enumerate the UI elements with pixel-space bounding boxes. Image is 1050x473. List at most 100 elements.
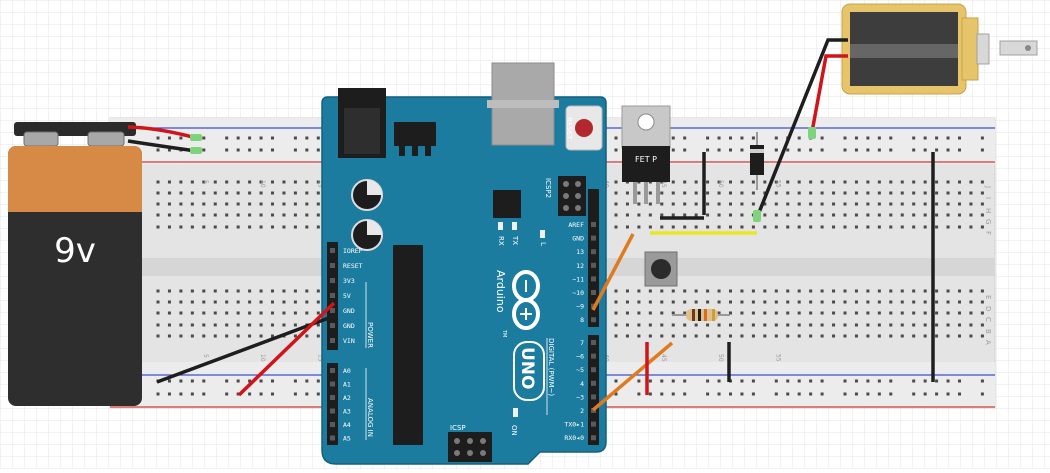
breadboard-hole — [820, 191, 824, 195]
digital-pin-label: RX0◂0 — [564, 434, 584, 442]
breadboard-hole — [293, 289, 297, 293]
breadboard-hole — [293, 213, 297, 217]
breadboard-hole — [946, 289, 950, 293]
breadboard-hole — [763, 191, 767, 195]
breadboard-hole — [683, 323, 687, 327]
breadboard-hole — [225, 225, 229, 229]
breadboard-hole — [660, 191, 664, 195]
breadboard-hole — [958, 323, 961, 327]
breadboard-hole — [969, 289, 973, 293]
jumper-wires — [156, 152, 935, 412]
breadboard-hole — [694, 191, 698, 195]
breadboard-hole — [763, 334, 767, 338]
breadboard-hole — [866, 191, 870, 195]
icsp2-pins — [563, 181, 581, 211]
breadboard-hole — [740, 225, 744, 229]
reset-button-cap[interactable] — [575, 119, 593, 137]
digital-pin-holes — [591, 222, 596, 441]
breadboard-hole — [832, 334, 836, 338]
breadboard-hole — [751, 180, 755, 184]
breadboard-hole — [866, 311, 870, 315]
breadboard-hole — [190, 334, 194, 338]
breadboard-hole — [694, 180, 698, 184]
rail-hole — [305, 136, 309, 140]
rail-hole — [271, 136, 274, 140]
rail-hole — [912, 392, 916, 396]
breadboard-hole — [660, 334, 664, 338]
capacitor-marking — [367, 180, 382, 195]
rail-hole — [660, 379, 664, 383]
rail-hole — [614, 136, 618, 140]
breadboard-hole — [900, 225, 904, 229]
breadboard-hole — [729, 213, 732, 217]
breadboard-hole — [740, 300, 744, 304]
rail-hole — [958, 392, 961, 396]
breadboard-hole — [236, 300, 240, 304]
icsp-pin — [563, 181, 569, 187]
breadboard-hole — [282, 289, 286, 293]
breadboard-hole — [248, 334, 252, 338]
breadboard-hole — [832, 289, 836, 293]
breadboard-hole — [694, 213, 698, 217]
breadboard-hole — [797, 213, 801, 217]
breadboard-hole — [877, 300, 881, 304]
breadboard-hole — [282, 225, 286, 229]
icsp-pin — [454, 438, 460, 444]
breadboard-hole — [156, 300, 160, 304]
breadboard-hole — [854, 323, 858, 327]
breadboard-hole — [820, 213, 824, 217]
breadboard-hole — [912, 180, 916, 184]
icsp-pin — [480, 438, 486, 444]
breadboard-hole — [786, 202, 790, 206]
breadboard-hole — [877, 191, 881, 195]
rail-hole — [248, 392, 252, 396]
rail-hole — [683, 392, 687, 396]
breadboard-hole — [213, 323, 217, 327]
breadboard-hole — [683, 289, 687, 293]
breadboard-hole — [832, 191, 836, 195]
uno-label: UNO — [517, 347, 537, 389]
rail-hole — [717, 136, 721, 140]
breadboard-hole — [637, 323, 641, 327]
breadboard-hole — [820, 289, 824, 293]
header-pin — [591, 380, 596, 386]
breadboard-hole — [225, 289, 229, 293]
breadboard-hole — [854, 311, 858, 315]
breadboard-hole — [190, 323, 194, 327]
header-pin — [591, 317, 596, 323]
breadboard-hole — [969, 213, 973, 217]
header-pin — [330, 381, 335, 387]
column-number: 5 — [202, 354, 209, 358]
breadboard-hole — [729, 191, 732, 195]
breadboard-hole — [213, 311, 217, 315]
digital-pin-label: 12 — [576, 262, 584, 270]
breadboard-hole — [877, 225, 881, 229]
breadboard-hole — [213, 289, 217, 293]
header-pin — [330, 323, 335, 328]
header-pin — [591, 353, 596, 359]
digital-label: DIGITAL (PWM~) — [547, 338, 555, 396]
breadboard-hole — [660, 300, 664, 304]
header-pin — [330, 395, 335, 400]
breadboard-hole — [156, 202, 160, 206]
breadboard-hole — [259, 311, 263, 315]
rail-hole — [156, 148, 160, 152]
breadboard-hole — [202, 213, 206, 217]
breadboard-hole — [694, 334, 698, 338]
breadboard-hole — [877, 213, 881, 217]
column-number: 10 — [259, 354, 266, 362]
breadboard-hole — [786, 300, 790, 304]
breadboard-hole — [225, 213, 229, 217]
breadboard-hole — [923, 225, 927, 229]
push-button — [644, 251, 678, 287]
breadboard-hole — [717, 311, 721, 315]
breadboard-hole — [225, 323, 229, 327]
rail-hole — [751, 136, 755, 140]
breadboard-hole — [958, 213, 961, 217]
wire-orange-pin9 — [591, 233, 635, 311]
resistor — [672, 309, 730, 321]
